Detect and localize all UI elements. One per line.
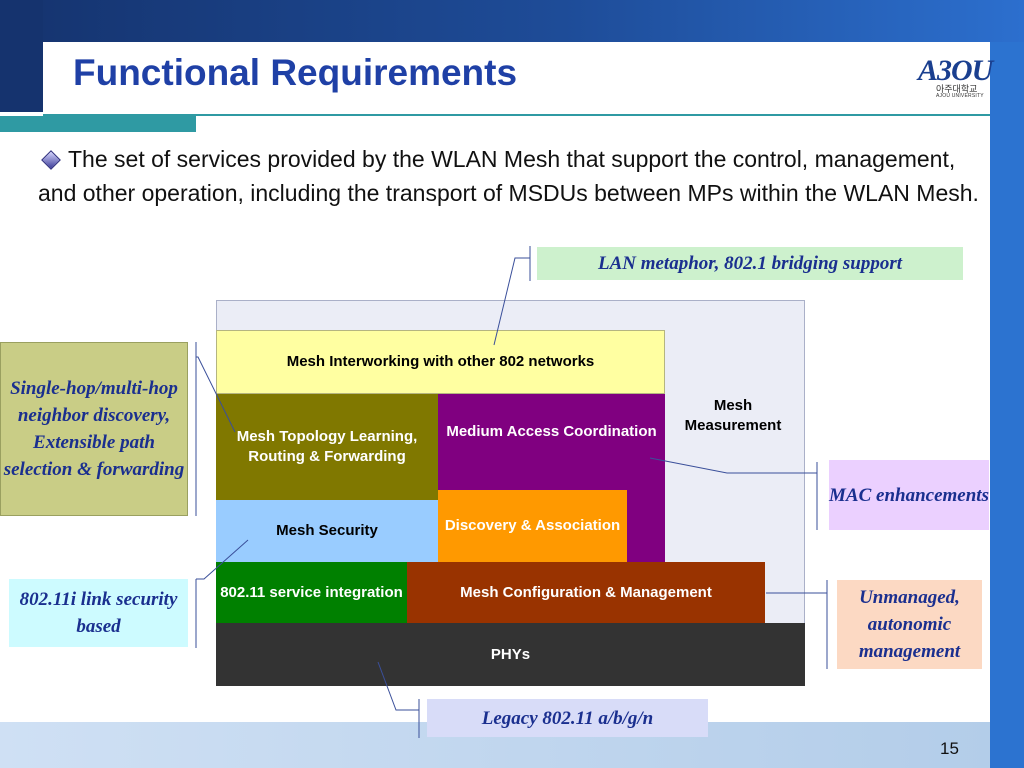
top-banner [0, 0, 1024, 42]
block-phys: PHYs [216, 623, 805, 686]
block-mesh-interworking: Mesh Interworking with other 802 network… [216, 330, 665, 394]
left-banner [0, 0, 43, 112]
page-number: 15 [940, 739, 959, 758]
connector-lan [493, 257, 530, 346]
note-legacy-80211: Legacy 802.11 a/b/g/n [427, 699, 708, 737]
title-underline [43, 114, 990, 116]
connector-singlehop [196, 356, 236, 433]
connector-80211i [196, 539, 249, 580]
block-service-integration: 802.11 service integration [216, 562, 407, 623]
block-mesh-topology: Mesh Topology Learning, Routing & Forwar… [216, 394, 438, 500]
note-lan-metaphor: LAN metaphor, 802.1 bridging support [537, 247, 963, 280]
note-unmanaged-management: Unmanaged, autonomic management [837, 580, 982, 669]
university-logo: A3OU 아주대학교 AJOU UNIVERSITY [918, 54, 993, 104]
logo-english-text: AJOU UNIVERSITY [936, 93, 984, 99]
block-discovery-association: Discovery & Association [438, 490, 627, 562]
page-title: Functional Requirements [73, 52, 518, 93]
block-mesh-security: Mesh Security [216, 500, 438, 562]
logo-mark: A3OU [918, 54, 993, 87]
bullet-paragraph: The set of services provided by the WLAN… [38, 142, 988, 210]
right-banner [990, 42, 1024, 768]
logo-korean-text: 아주대학교 [936, 84, 978, 94]
note-mac-enhancements: MAC enhancements [829, 460, 989, 530]
block-mesh-configuration: Mesh Configuration & Management [407, 562, 765, 623]
note-80211i-security: 802.11i link security based [9, 579, 188, 647]
bullet-text: The set of services provided by the WLAN… [38, 146, 979, 206]
connector-legacy [377, 661, 419, 711]
title-accent-bar [0, 116, 196, 132]
block-mesh-measurement: Mesh Measurement [684, 397, 782, 434]
connector-mac [649, 457, 817, 474]
note-neighbor-discovery: Single-hop/multi-hop neighbor discovery,… [0, 342, 188, 516]
